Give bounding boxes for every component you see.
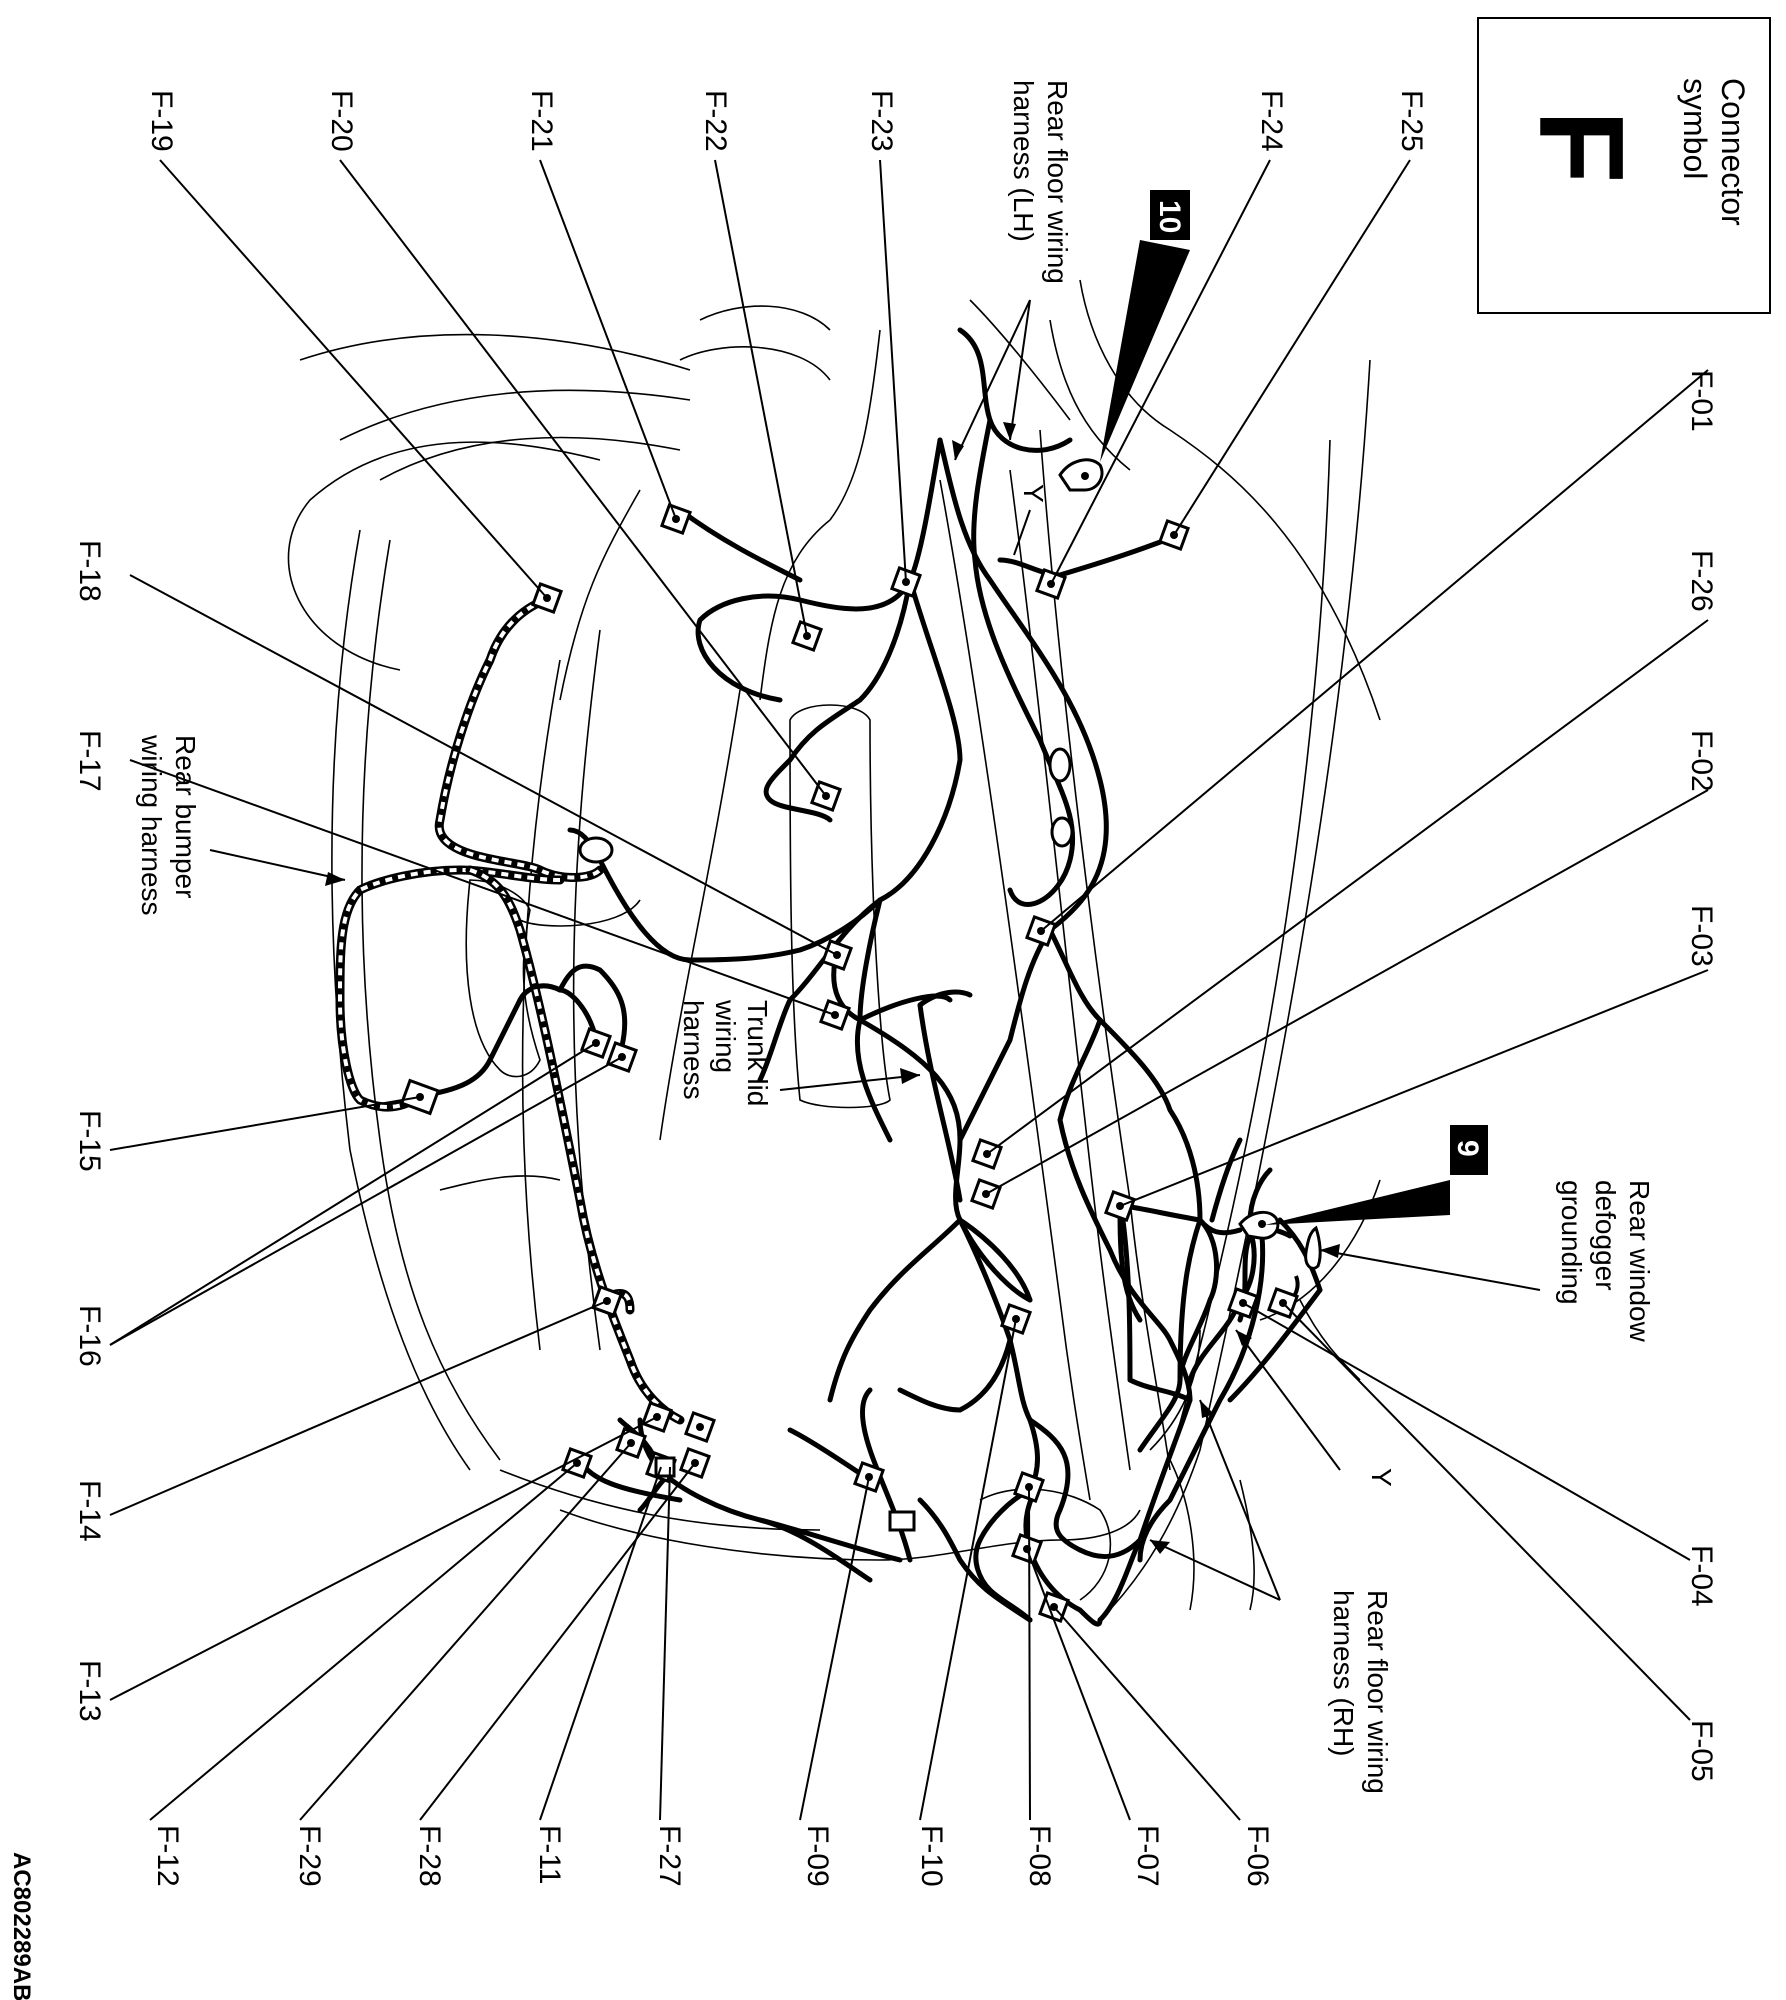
note-defogger-2: defogger — [1590, 1180, 1621, 1291]
label-f14: F-14 — [73, 1480, 106, 1542]
label-f02: F-02 — [1685, 730, 1718, 792]
note-rear-floor-rh-2: harness (RH) — [1328, 1590, 1359, 1756]
callout-10: 10 — [1100, 190, 1190, 462]
label-f01: F-01 — [1685, 370, 1718, 432]
connector-labels: F-01 F-26 F-02 F-03 F-04 F-05 F-06 F-07 … — [73, 90, 1718, 1887]
note-defogger-3: grounding — [1556, 1180, 1587, 1305]
rear-bumper-harness — [335, 595, 685, 1425]
label-f09: F-09 — [801, 1825, 834, 1887]
label-f11: F-11 — [533, 1825, 566, 1884]
label-f23: F-23 — [865, 90, 898, 152]
ground-point-10 — [1058, 458, 1104, 492]
note-rear-bumper-1: Rear bumper — [170, 735, 201, 898]
note-rear-floor-lh-1: Rear floor wiring — [1042, 80, 1073, 284]
label-f04: F-04 — [1685, 1545, 1718, 1607]
note-y-mark-2: Y — [1366, 1468, 1397, 1487]
label-f18: F-18 — [73, 540, 106, 602]
label-f17: F-17 — [73, 730, 106, 792]
note-rear-bumper-2: wiring harness — [136, 734, 167, 916]
label-f05: F-05 — [1685, 1720, 1718, 1782]
callout-9: 9 — [1265, 1125, 1488, 1225]
label-f07: F-07 — [1131, 1825, 1164, 1887]
label-f21: F-21 — [525, 90, 558, 152]
callout-10-label: 10 — [1153, 200, 1186, 233]
label-f20: F-20 — [325, 90, 358, 152]
annotation-notes: Rear floor wiring harness (LH) Y Y Rear … — [136, 80, 1655, 1794]
note-rear-floor-lh-2: harness (LH) — [1008, 80, 1039, 242]
note-trunk-lid-1: Trunk lid — [742, 1000, 773, 1106]
label-f13: F-13 — [73, 1660, 106, 1722]
label-f03: F-03 — [1685, 905, 1718, 967]
label-f26: F-26 — [1685, 550, 1718, 612]
callout-9-label: 9 — [1451, 1140, 1484, 1157]
label-f27: F-27 — [653, 1825, 686, 1887]
label-f15: F-15 — [73, 1110, 106, 1172]
grommet-lh-floor-2 — [1050, 816, 1074, 848]
connector-symbol-caption-1: Connector — [1715, 78, 1751, 226]
label-f24: F-24 — [1255, 90, 1288, 152]
ground-point-9 — [1238, 1210, 1280, 1240]
label-f10: F-10 — [915, 1825, 948, 1887]
grommet — [578, 836, 614, 864]
note-defogger-1: Rear window — [1624, 1180, 1655, 1343]
label-f12: F-12 — [151, 1825, 184, 1887]
connector-marker-extra-1 — [888, 1510, 916, 1532]
figure-code: AC802289AB — [8, 1852, 35, 2000]
label-f29: F-29 — [293, 1825, 326, 1887]
wiring-harness — [417, 327, 1323, 1627]
connector-symbol-letter: F — [1514, 110, 1648, 183]
connector-markers — [399, 502, 1300, 1624]
grommet-lh-floor — [1048, 747, 1072, 783]
label-f06: F-06 — [1241, 1825, 1274, 1887]
label-f25: F-25 — [1395, 90, 1428, 152]
note-rear-floor-rh-1: Rear floor wiring — [1362, 1590, 1393, 1794]
leader-lines — [109, 159, 1709, 1821]
label-f19: F-19 — [145, 90, 178, 152]
connector-marker-f29b — [683, 1410, 717, 1444]
label-f22: F-22 — [699, 90, 732, 152]
note-y-mark-1: Y — [1018, 484, 1049, 503]
note-trunk-lid-3: harness — [678, 1000, 709, 1100]
connector-symbol-box: Connector symbol F — [1477, 17, 1771, 314]
label-f28: F-28 — [413, 1825, 446, 1887]
label-f16: F-16 — [73, 1305, 106, 1367]
note-trunk-lid-2: wiring — [710, 999, 741, 1073]
label-f08: F-08 — [1023, 1825, 1056, 1887]
connector-symbol-caption-2: symbol — [1677, 78, 1713, 179]
